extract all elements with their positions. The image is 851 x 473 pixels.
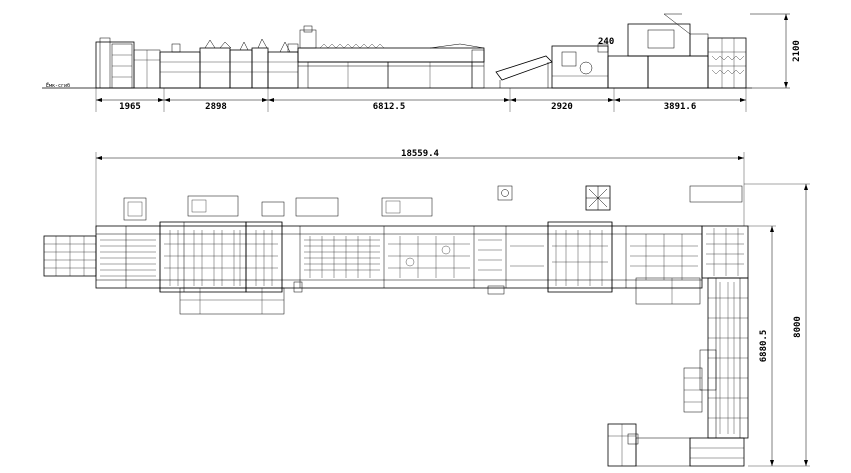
overall-length-dimension: 18559.4 bbox=[95, 149, 745, 232]
overall-length-label: 18559.4 bbox=[401, 149, 440, 159]
vertical-delivery-line bbox=[607, 277, 749, 467]
segment-dimensions: 1965 2898 6812.5 2920 3891.6 bbox=[95, 88, 747, 112]
segment-dim-1: 1965 bbox=[119, 102, 141, 112]
control-cabinets bbox=[123, 185, 743, 221]
plan-view: 18559.4 bbox=[43, 149, 810, 467]
delivery-section bbox=[607, 13, 747, 89]
height-dim-label: 2100 bbox=[792, 40, 802, 62]
height-dimension: 2100 bbox=[750, 13, 802, 89]
feeder-unit bbox=[95, 37, 161, 89]
conveyor-section bbox=[297, 25, 485, 89]
side-view-small-label: Ёмк-сгиб bbox=[46, 82, 70, 89]
transfer-section: 240 bbox=[495, 37, 614, 89]
side-view: Ёмк-сгиб bbox=[42, 13, 802, 112]
processing-units bbox=[159, 38, 299, 89]
segment-dim-4: 2920 bbox=[551, 102, 573, 112]
vertical-dimensions: 8000 6880.5 bbox=[744, 183, 810, 467]
side-view-note-dim: 240 bbox=[598, 37, 614, 47]
main-machine-line bbox=[95, 221, 703, 315]
vertical-overall-label: 8000 bbox=[793, 316, 803, 338]
vertical-inner-label: 6880.5 bbox=[759, 330, 769, 363]
segment-dim-2: 2898 bbox=[205, 102, 227, 112]
corner-transfer bbox=[635, 225, 749, 305]
entry-conveyor bbox=[43, 235, 97, 277]
segment-dim-5: 3891.6 bbox=[664, 102, 697, 112]
segment-dim-3: 6812.5 bbox=[373, 102, 406, 112]
